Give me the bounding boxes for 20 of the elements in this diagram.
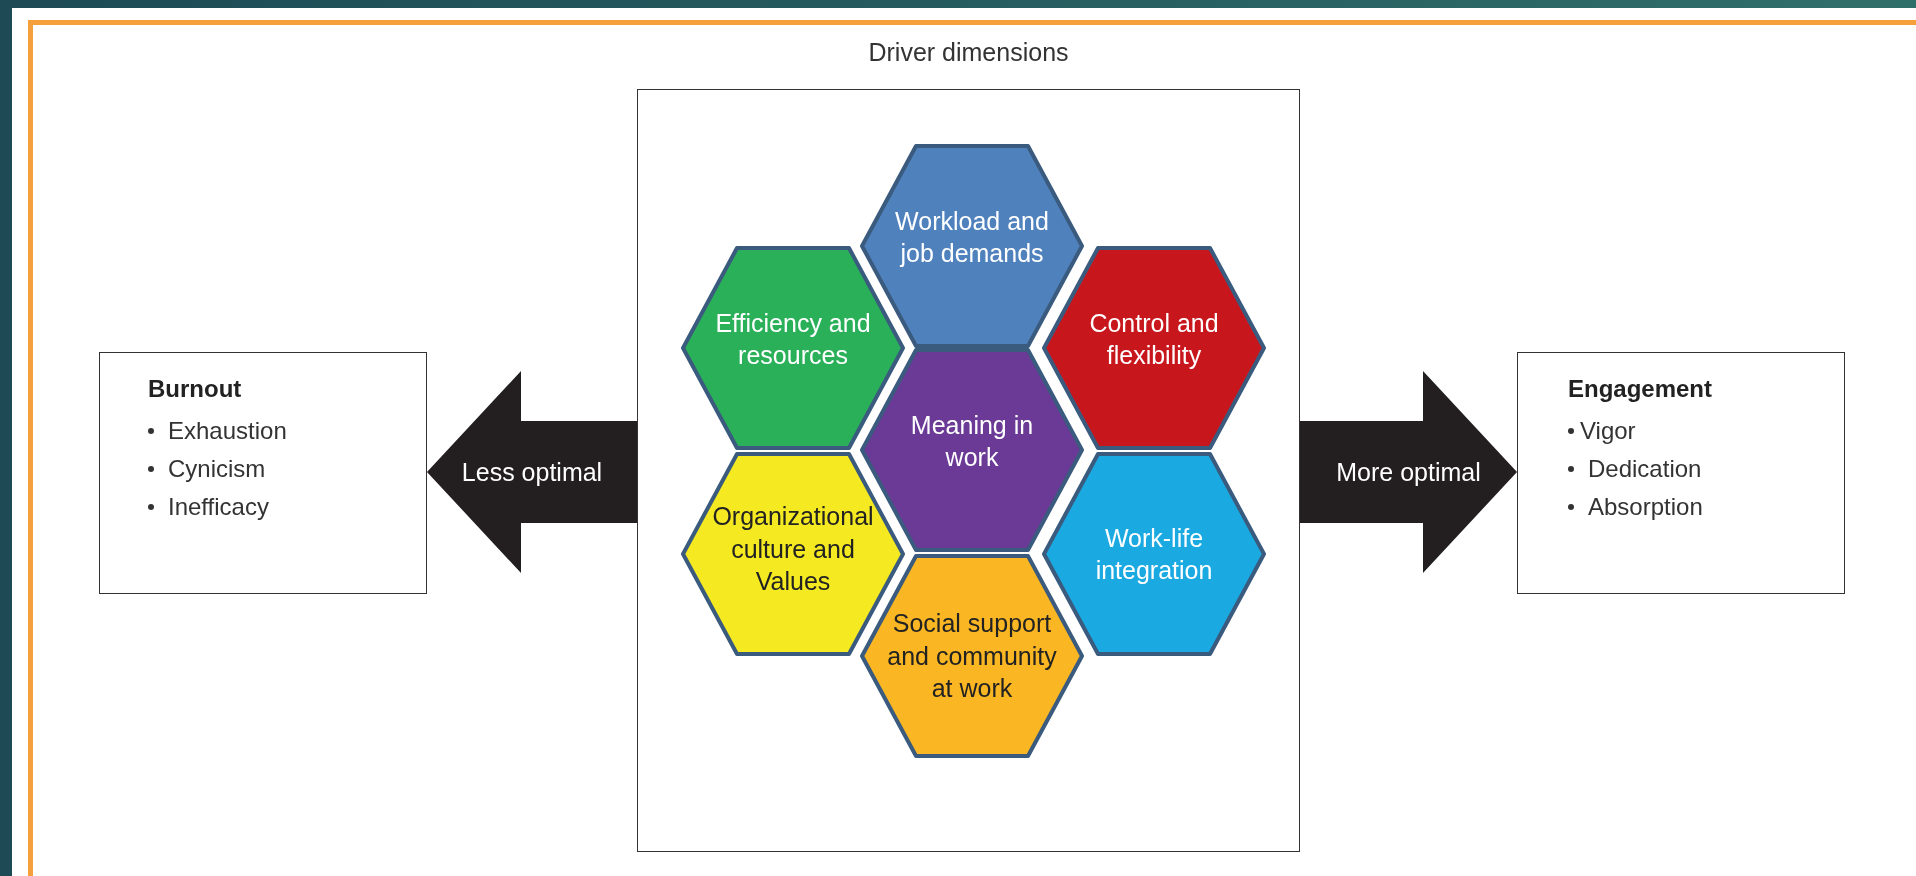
bullet-item: Exhaustion: [148, 417, 426, 445]
bullet-item: Absorption: [1568, 493, 1844, 521]
list-box: [1517, 352, 1845, 594]
bullet-item: Vigor: [1568, 417, 1844, 445]
box-heading: Burnout: [148, 375, 243, 403]
hexagon-label: Social support and community at work: [886, 608, 1058, 705]
hexagon-label: Organizational culture and Values: [711, 501, 875, 598]
bullet-item: Dedication: [1568, 455, 1844, 483]
bullet-item: Inefficacy: [148, 493, 426, 521]
hexagon-label: Control and flexibility: [1088, 307, 1220, 371]
hexagon-label: Efficiency and resources: [714, 307, 872, 371]
hexagon-label: Workload and job demands: [894, 205, 1050, 269]
list-box: [99, 352, 427, 594]
hexagon: [860, 554, 1084, 758]
box-heading: Engagement: [1568, 375, 1714, 403]
hexagon: [1042, 246, 1266, 450]
hexagon-label: Meaning in work: [909, 409, 1035, 473]
bullet-item: Cynicism: [148, 455, 426, 483]
panel-title: Driver dimensions: [867, 38, 1070, 67]
hexagon-label: Work-life integration: [1094, 522, 1214, 586]
